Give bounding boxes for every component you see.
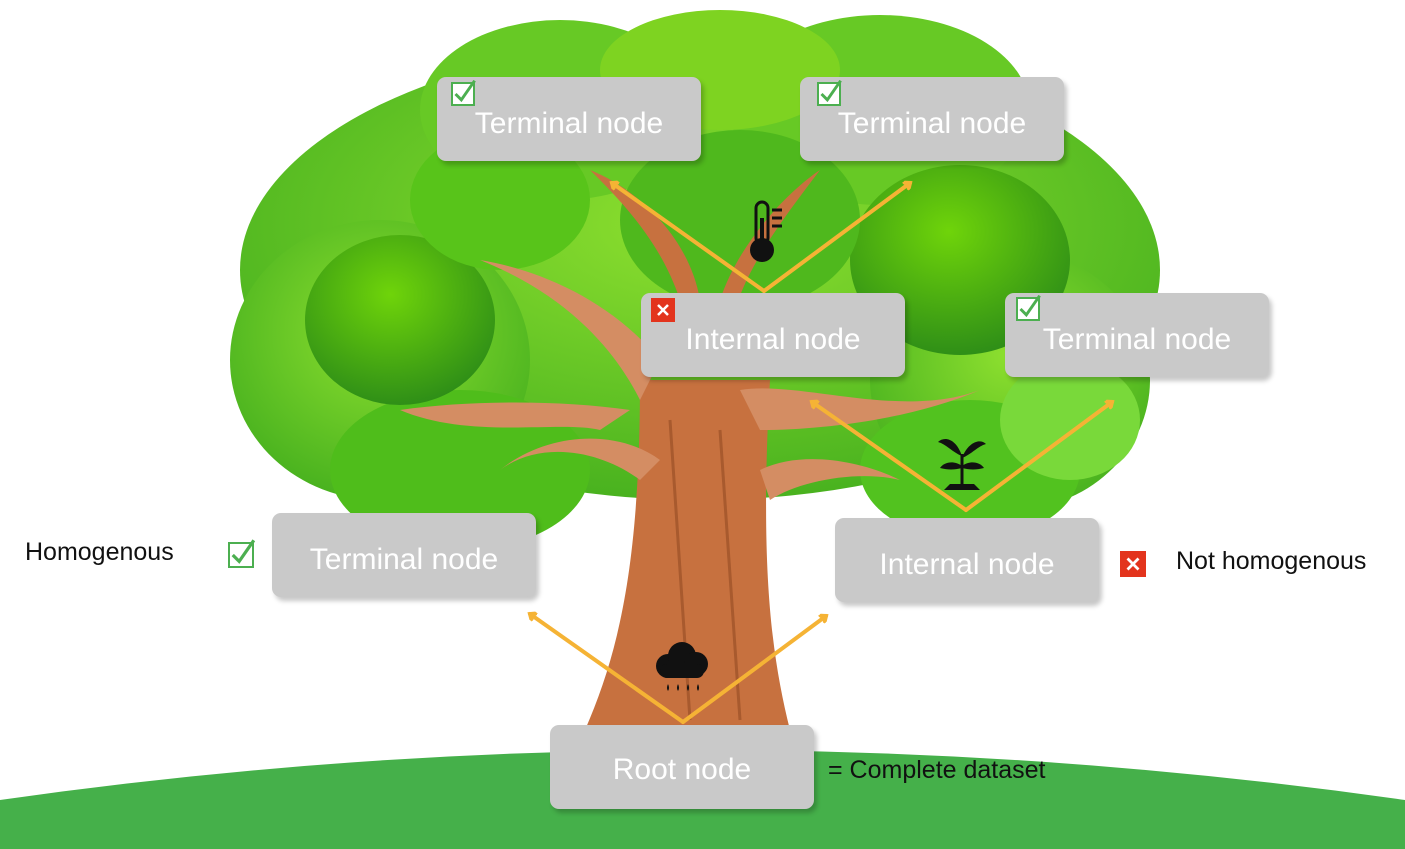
node-label: Terminal node [837, 107, 1027, 140]
terminal-node-top-right: Terminal node [800, 77, 1064, 161]
rain-cloud-icon [656, 642, 708, 691]
node-label: Root node [612, 753, 752, 786]
terminal-node-lower-left: Terminal node [272, 513, 536, 597]
checkbox-checked-icon [1016, 294, 1041, 321]
arrow-internal-lower-to-terminal-middle-right [964, 402, 1112, 512]
arrow-internal-lower-to-internal-middle [812, 402, 968, 512]
checkbox-checked-icon [228, 539, 256, 568]
internal-node-middle: Internal node [641, 293, 905, 377]
terminal-node-middle-right: Terminal node [1005, 293, 1269, 377]
arrow-internal-middle-to-terminal-top-left [612, 183, 766, 293]
root-meaning-label: = Complete dataset [828, 756, 1046, 784]
homogenous-label: Homogenous [25, 538, 174, 566]
not-homogenous-label: Not homogenous [1176, 547, 1367, 575]
node-label: Internal node [685, 323, 861, 356]
arrow-root-to-terminal-lower-left [530, 614, 685, 724]
arrow-root-to-internal-lower-right [681, 616, 826, 724]
checkbox-cross-icon [651, 298, 675, 322]
node-label: Terminal node [309, 543, 499, 576]
seedling-icon [938, 438, 986, 490]
checkbox-checked-icon [817, 79, 842, 106]
split-arrows [530, 183, 1112, 724]
checkbox-checked-icon [451, 79, 476, 106]
node-label: Internal node [879, 548, 1055, 581]
terminal-node-top-left: Terminal node [437, 77, 701, 161]
checkbox-cross-icon [1120, 551, 1146, 577]
node-label: Terminal node [474, 107, 664, 140]
root-node: Root node [550, 725, 814, 809]
internal-node-lower-right: Internal node [835, 518, 1099, 602]
node-label: Terminal node [1042, 323, 1232, 356]
thermometer-icon [750, 200, 782, 262]
trunk [400, 170, 980, 730]
arrow-internal-middle-to-terminal-top-right [762, 183, 910, 293]
